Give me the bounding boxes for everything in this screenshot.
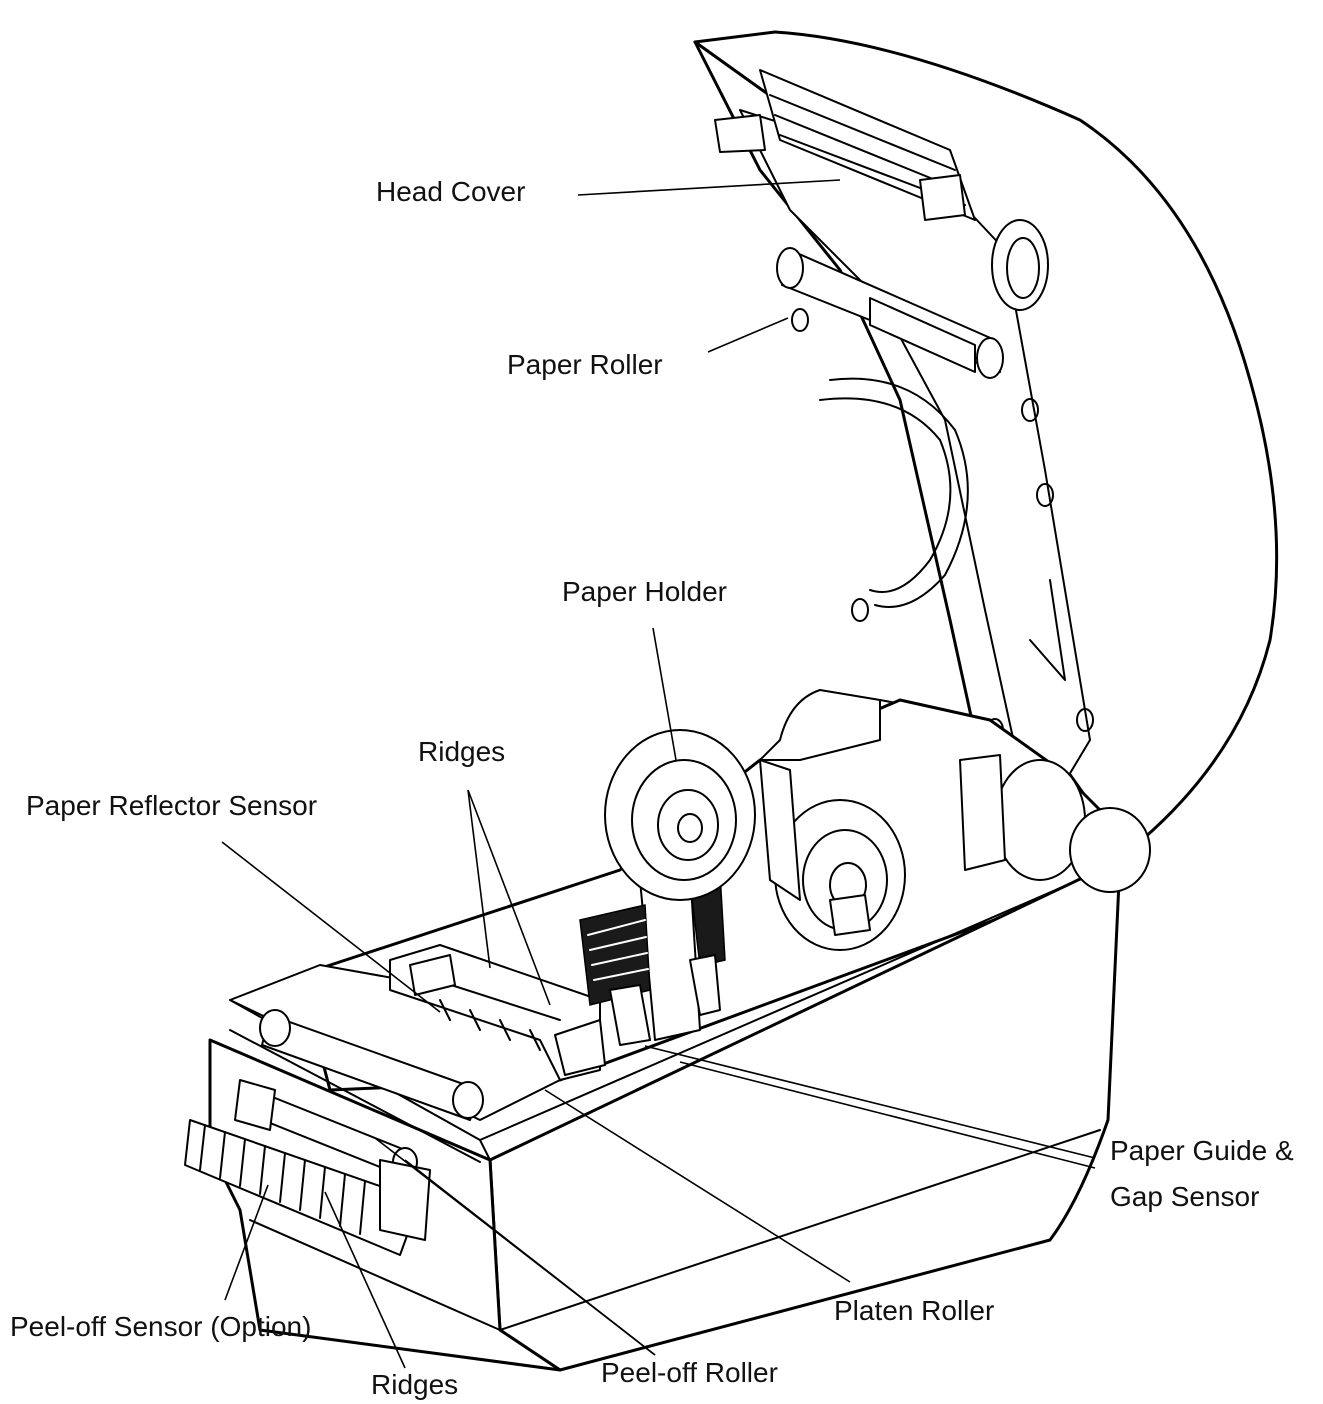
head-cover-lid <box>693 30 1279 862</box>
label-platen-roller: Platen Roller <box>834 1295 995 1326</box>
leader-paper-reflector-sensor <box>221 841 441 1013</box>
label-paper-reflector-sensor: Paper Reflector Sensor <box>26 790 318 821</box>
leader-head-cover <box>577 179 841 196</box>
leader-platen-roller <box>544 1089 851 1283</box>
label-paper-holder: Paper Holder <box>562 576 727 607</box>
leader-ridges-bottom <box>324 1191 406 1369</box>
leader-lines <box>221 179 1096 1369</box>
leader-ridges-top-1 <box>467 789 491 969</box>
label-peel-off-roller: Peel-off Roller <box>601 1357 778 1388</box>
leader-paper-guide-gap-sensor-1 <box>644 1045 1096 1159</box>
leader-ridges-top-2 <box>467 789 551 1006</box>
leader-peel-off-sensor <box>224 1184 269 1301</box>
label-paper-guide-line1: Paper Guide & <box>1110 1135 1294 1166</box>
label-paper-guide-gap-sensor: Paper Guide & Gap Sensor <box>1110 1128 1294 1220</box>
label-ridges-top: Ridges <box>418 736 506 767</box>
label-head-cover: Head Cover <box>376 176 526 207</box>
label-paper-roller: Paper Roller <box>507 349 663 380</box>
label-paper-guide-line2: Gap Sensor <box>1110 1181 1260 1212</box>
leader-paper-holder <box>652 627 677 761</box>
label-peel-off-sensor: Peel-off Sensor (Option) <box>10 1311 312 1342</box>
leader-peel-off-roller-2 <box>404 1159 656 1356</box>
label-ridges-bottom: Ridges <box>371 1369 459 1400</box>
leader-paper-guide-gap-sensor-2 <box>679 1061 1096 1169</box>
leader-paper-roller <box>707 317 789 353</box>
